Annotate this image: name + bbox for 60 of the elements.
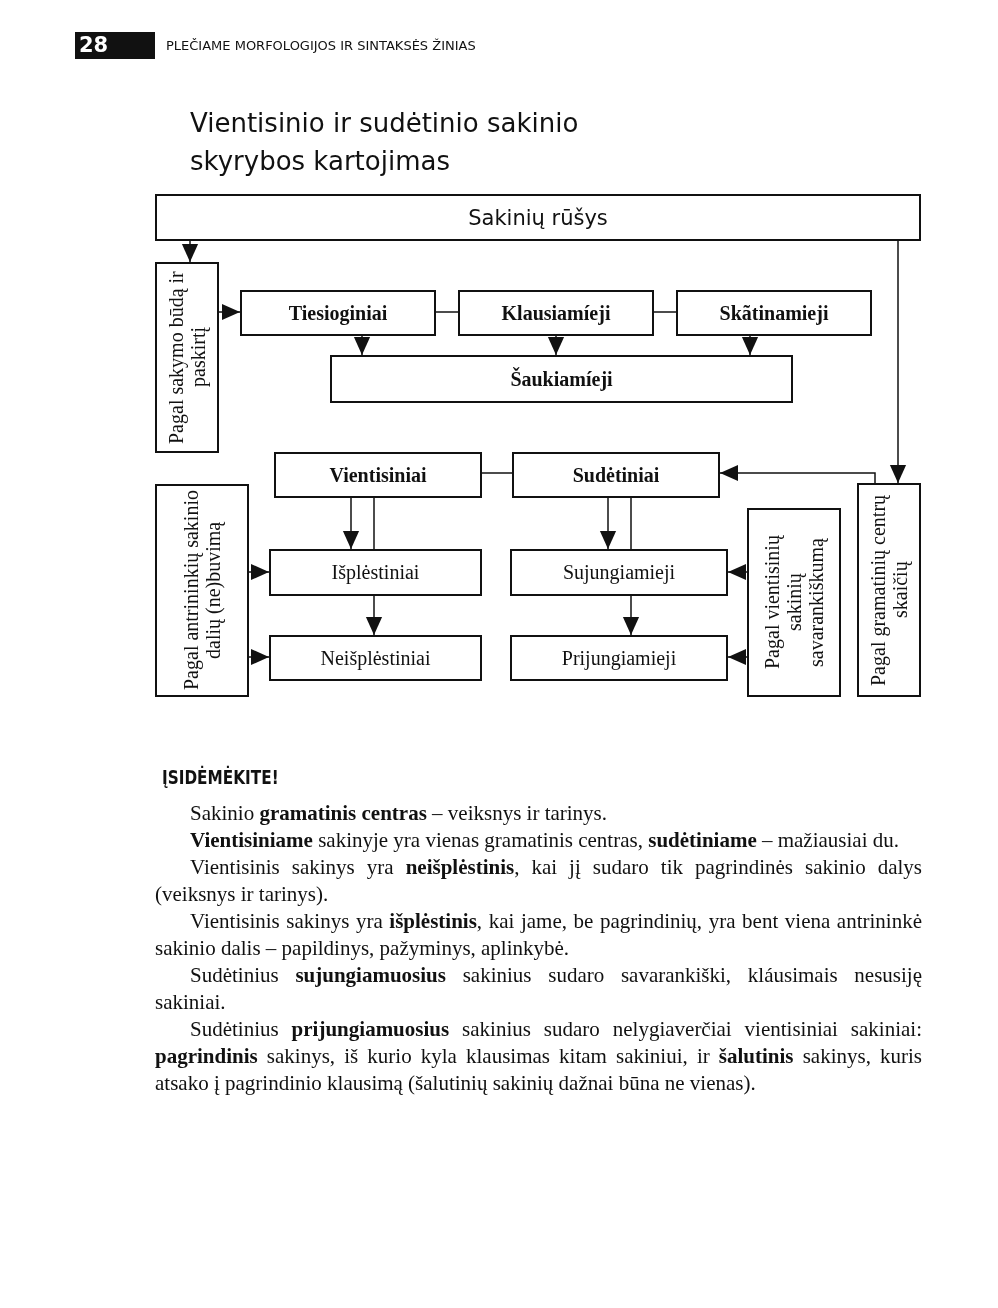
- connector-line: [481, 472, 513, 474]
- notice-heading: ĮSIDĖMĖKITE!: [162, 764, 279, 790]
- title: Vientisinio ir sudėtinio sakinio skyrybos kartojimas: [190, 107, 580, 178]
- arrow: [365, 595, 383, 636]
- arrow: [181, 240, 199, 263]
- page-number: 28: [75, 32, 155, 59]
- criterion-box: [155, 484, 249, 697]
- box-label: Pagal sakymo būdą ir paskirtį: [165, 270, 209, 446]
- arrow: [599, 497, 617, 550]
- connector-line: [630, 497, 632, 550]
- paragraph: Sudėtinius sujungiamuosius sakinius sudaro savarankiški, kláusimais nesusiję sakiniai.: [155, 962, 922, 1016]
- criterion-box: [155, 262, 219, 453]
- criterion-box: [857, 483, 921, 697]
- arrow: [353, 335, 371, 356]
- arrow: [719, 464, 876, 484]
- box-label: Tiesioginiai: [288, 301, 388, 325]
- category-box: [676, 290, 872, 336]
- box-label: Skãtinamieji: [719, 301, 829, 325]
- category-box: [512, 452, 720, 498]
- paragraph: Sakinio gramatinis centras – veiksnys ir tarinys.: [189, 800, 609, 827]
- category-box: [458, 290, 654, 336]
- box-label: Neišplėstiniai: [320, 646, 431, 670]
- arrow: [342, 497, 360, 550]
- box-label: Sakinių rūšys: [468, 205, 608, 230]
- subcategory-box: [510, 549, 728, 596]
- box-label: Pagal vientisinių sakinių savarankiškumą: [761, 534, 827, 672]
- box-label: Prijungiamieji: [561, 646, 677, 670]
- category-box: [274, 452, 482, 498]
- box-label: Sudėtiniai: [572, 463, 660, 487]
- paragraph: Vientisinis sakinys yra neišplėstinis, kai jį sudaro tik pagrindinės sakinio dalys (veiksnys ir tarinys).: [155, 854, 922, 908]
- arrow: [547, 335, 565, 356]
- connector-line: [653, 311, 677, 313]
- box-label: Vientisiniai: [329, 463, 427, 487]
- category-box: [330, 355, 793, 403]
- box-label: Klausiamíeji: [501, 301, 611, 325]
- running-header: PLEČIAME MORFOLOGIJOS IR SINTAKSĖS ŽINIAS: [166, 37, 476, 55]
- subcategory-box: [510, 635, 728, 681]
- paragraph: Vientisiniame sakinyje yra vienas gramatinis centras, sudėtiniame – mažiausiai du.: [189, 827, 900, 854]
- arrow: [727, 648, 748, 666]
- category-box: [240, 290, 436, 336]
- paragraph: Vientisinis sakinys yra išplėstinis, kai jame, be pagrindinių, yra bent viena antrininkė sakinio dalis – papildinys, pažyminys, aplinkybė.: [155, 908, 922, 962]
- box-label: Šaukiamíeji: [510, 367, 613, 391]
- arrow: [727, 563, 748, 581]
- arrow: [218, 303, 241, 321]
- arrow: [889, 240, 907, 484]
- connector-line: [373, 497, 375, 550]
- arrow: [248, 648, 270, 666]
- connector-line: [435, 311, 459, 313]
- box-label: Išplėstiniai: [331, 561, 420, 584]
- paragraph: Sudėtinius prijungiamuosius sakinius sudaro nelygiaverčiai vientisiniai sakiniai: pagrindinis sakinys, iš kurio kyla klausimas kitam sakiniui, ir šalutinis sakinys, kuris atsako į pagrindinio klausimą (šalutinių sakinių dažnai būna ne vienas).: [155, 1016, 922, 1097]
- box-label: Pagal gramatinių centrų skaičių: [867, 493, 911, 688]
- criterion-box: [747, 508, 841, 697]
- subcategory-box: [269, 635, 482, 681]
- arrow: [248, 563, 270, 581]
- arrow: [741, 335, 759, 356]
- box-label: Sujungiamieji: [562, 561, 676, 584]
- subcategory-box: [269, 549, 482, 596]
- box-label: Pagal antrininkių sakinio dalių (ne)buvimą: [180, 489, 224, 692]
- arrow: [622, 595, 640, 636]
- category-box: [155, 194, 921, 241]
